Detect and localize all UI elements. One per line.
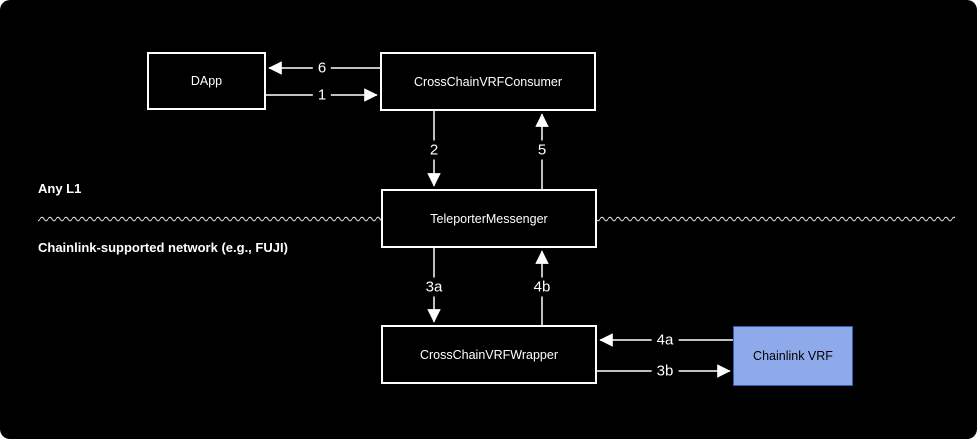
node-crosschain-vrf-consumer: CrossChainVRFConsumer xyxy=(380,52,596,111)
region-label-any-l1: Any L1 xyxy=(38,181,82,196)
edge-label-5: 5 xyxy=(532,140,552,160)
edge-label-4b: 4b xyxy=(528,277,556,297)
region-label-chainlink-network: Chainlink-supported network (e.g., FUJI) xyxy=(38,240,288,255)
node-chainlink-vrf: Chainlink VRF xyxy=(733,326,853,386)
edge-label-2: 2 xyxy=(424,140,444,160)
edge-label-3a: 3a xyxy=(420,277,448,297)
node-teleporter-messenger: TeleporterMessenger xyxy=(381,189,597,248)
edge-label-4a: 4a xyxy=(651,330,679,350)
edge-label-6: 6 xyxy=(312,58,332,78)
node-label: Chainlink VRF xyxy=(753,349,833,363)
node-label: CrossChainVRFWrapper xyxy=(419,347,558,362)
node-dapp: DApp xyxy=(147,52,266,110)
node-label: TeleporterMessenger xyxy=(430,211,548,226)
node-crosschain-vrf-wrapper: CrossChainVRFWrapper xyxy=(381,325,597,384)
edge-label-1: 1 xyxy=(312,85,332,105)
node-label: DApp xyxy=(190,74,223,88)
node-label: CrossChainVRFConsumer xyxy=(414,74,562,89)
edge-label-3b: 3b xyxy=(651,361,679,381)
